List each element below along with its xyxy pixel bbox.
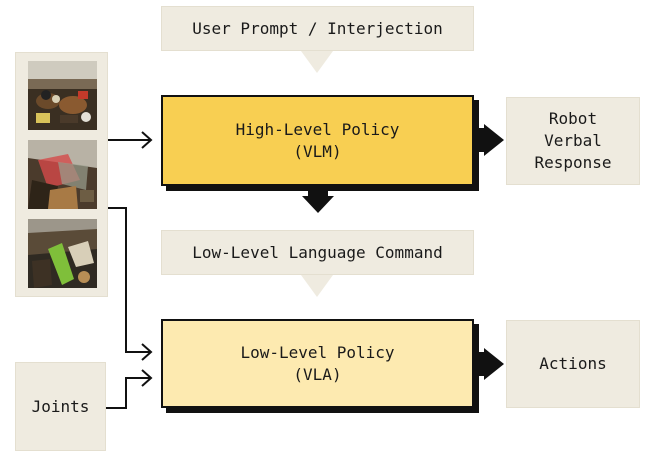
actions-box: Actions — [506, 320, 640, 408]
camera-image-3 — [28, 219, 97, 288]
high-level-policy-title: High-Level Policy — [235, 119, 400, 139]
robot-verbal-response-line1: Robot — [548, 109, 598, 128]
command-down-chevron-icon — [301, 275, 333, 297]
actions-arrow-icon — [476, 348, 504, 380]
camera-image-1 — [28, 61, 97, 130]
high-to-low-arrow-icon — [302, 188, 334, 213]
robot-verbal-response-box: Robot Verbal Response — [506, 97, 640, 185]
images-to-low-level-line — [108, 207, 150, 353]
arrowhead-low-level-joints-icon — [141, 369, 153, 387]
low-level-policy-subtitle: (VLA) — [293, 364, 342, 384]
low-level-policy-box: Low-Level Policy (VLA) — [161, 319, 474, 408]
robot-verbal-response-line3: Response — [534, 153, 612, 172]
low-level-policy-title: Low-Level Policy — [240, 342, 395, 362]
joints-box: Joints — [15, 362, 106, 451]
joints-label: Joints — [31, 396, 90, 416]
arrowhead-high-level-icon — [141, 131, 153, 149]
user-prompt-box: User Prompt / Interjection — [161, 6, 474, 51]
high-level-policy-subtitle: (VLM) — [293, 141, 342, 161]
actions-label: Actions — [539, 354, 607, 373]
prompt-down-chevron-icon — [301, 51, 333, 73]
low-level-command-label: Low-Level Language Command — [192, 242, 443, 262]
low-level-command-box: Low-Level Language Command — [161, 230, 474, 275]
robot-verbal-response-line2: Verbal — [544, 131, 602, 150]
joints-to-low-level-line — [106, 377, 150, 409]
verbal-response-arrow-icon — [476, 124, 504, 156]
camera-image-2 — [28, 140, 97, 209]
user-prompt-label: User Prompt / Interjection — [192, 18, 443, 38]
arrowhead-low-level-images-icon — [141, 343, 153, 361]
high-level-policy-box: High-Level Policy (VLM) — [161, 95, 474, 186]
camera-images-panel — [15, 52, 108, 297]
